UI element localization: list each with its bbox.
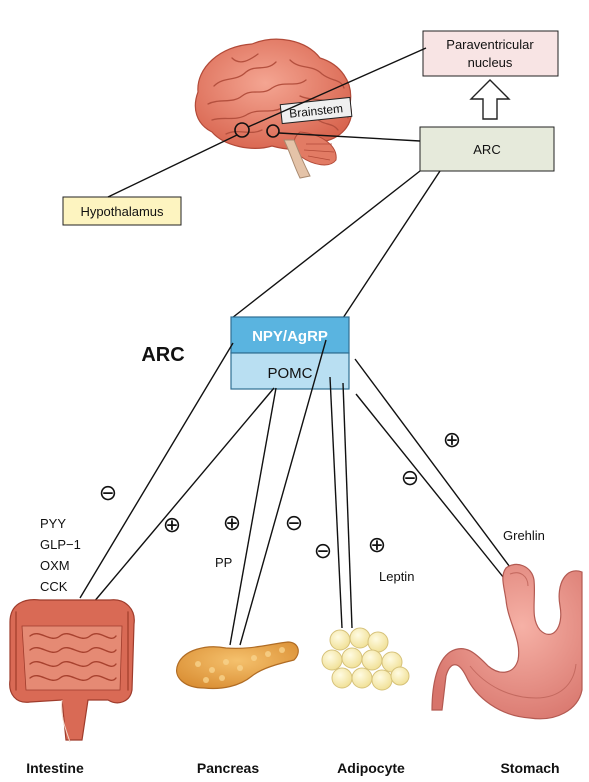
arc-title: ARC bbox=[141, 344, 184, 366]
lower-connector-lines bbox=[79, 339, 528, 646]
hormone-cck: CCK bbox=[40, 579, 68, 594]
npy-agrp-label: NPY/AgRP bbox=[252, 328, 328, 345]
intestine-minus-symbol: ⊖ bbox=[99, 480, 117, 505]
hormone-oxm: OXM bbox=[40, 558, 70, 573]
up-arrow-icon bbox=[469, 79, 511, 120]
organ-label-pancreas: Pancreas bbox=[197, 760, 259, 776]
hypothalamus-label: Hypothalamus bbox=[80, 204, 164, 219]
arc-marker bbox=[266, 124, 280, 138]
brainstem-label: Brainstem bbox=[289, 101, 344, 121]
arc-small-label: ARC bbox=[473, 142, 500, 157]
intestine-illustration bbox=[9, 599, 135, 743]
stomach-illustration bbox=[431, 563, 583, 720]
adipocyte-minus-symbol: ⊖ bbox=[314, 538, 332, 563]
organ-label-intestine: Intestine bbox=[26, 760, 84, 776]
stomach-minus-symbol: ⊖ bbox=[401, 465, 419, 490]
brainstem-label-box bbox=[279, 96, 353, 125]
npy-agrp-box bbox=[230, 316, 350, 354]
pomc-label: POMC bbox=[268, 365, 313, 382]
organ-label-adipocyte: Adipocyte bbox=[337, 760, 405, 776]
paraventricular-label-line2: nucleus bbox=[468, 55, 513, 70]
organ-label-stomach: Stomach bbox=[500, 760, 559, 776]
adipocyte-illustration bbox=[321, 627, 410, 691]
hypothalamus-marker bbox=[234, 122, 250, 138]
paraventricular-label-line1: Paraventricular bbox=[446, 37, 534, 52]
hormone-pyy: PYY bbox=[40, 516, 66, 531]
adipocyte-plus-symbol: ⊕ bbox=[368, 532, 386, 557]
hormone-glp1: GLP−1 bbox=[40, 537, 81, 552]
hormone-leptin: Leptin bbox=[379, 569, 414, 584]
pancreas-minus-symbol: ⊖ bbox=[285, 510, 303, 535]
arc-small-box bbox=[419, 126, 555, 172]
hormone-pp: PP bbox=[215, 555, 232, 570]
pomc-box bbox=[230, 352, 350, 390]
pancreas-plus-symbol: ⊕ bbox=[223, 510, 241, 535]
paraventricular-nucleus-box bbox=[422, 30, 559, 77]
hypothalamus-box bbox=[62, 196, 182, 226]
hormone-grehlin: Grehlin bbox=[503, 528, 545, 543]
pancreas-illustration bbox=[176, 641, 299, 690]
stomach-plus-symbol: ⊕ bbox=[443, 427, 461, 452]
upper-connector-lines bbox=[107, 47, 441, 319]
intestine-plus-symbol: ⊕ bbox=[163, 512, 181, 537]
